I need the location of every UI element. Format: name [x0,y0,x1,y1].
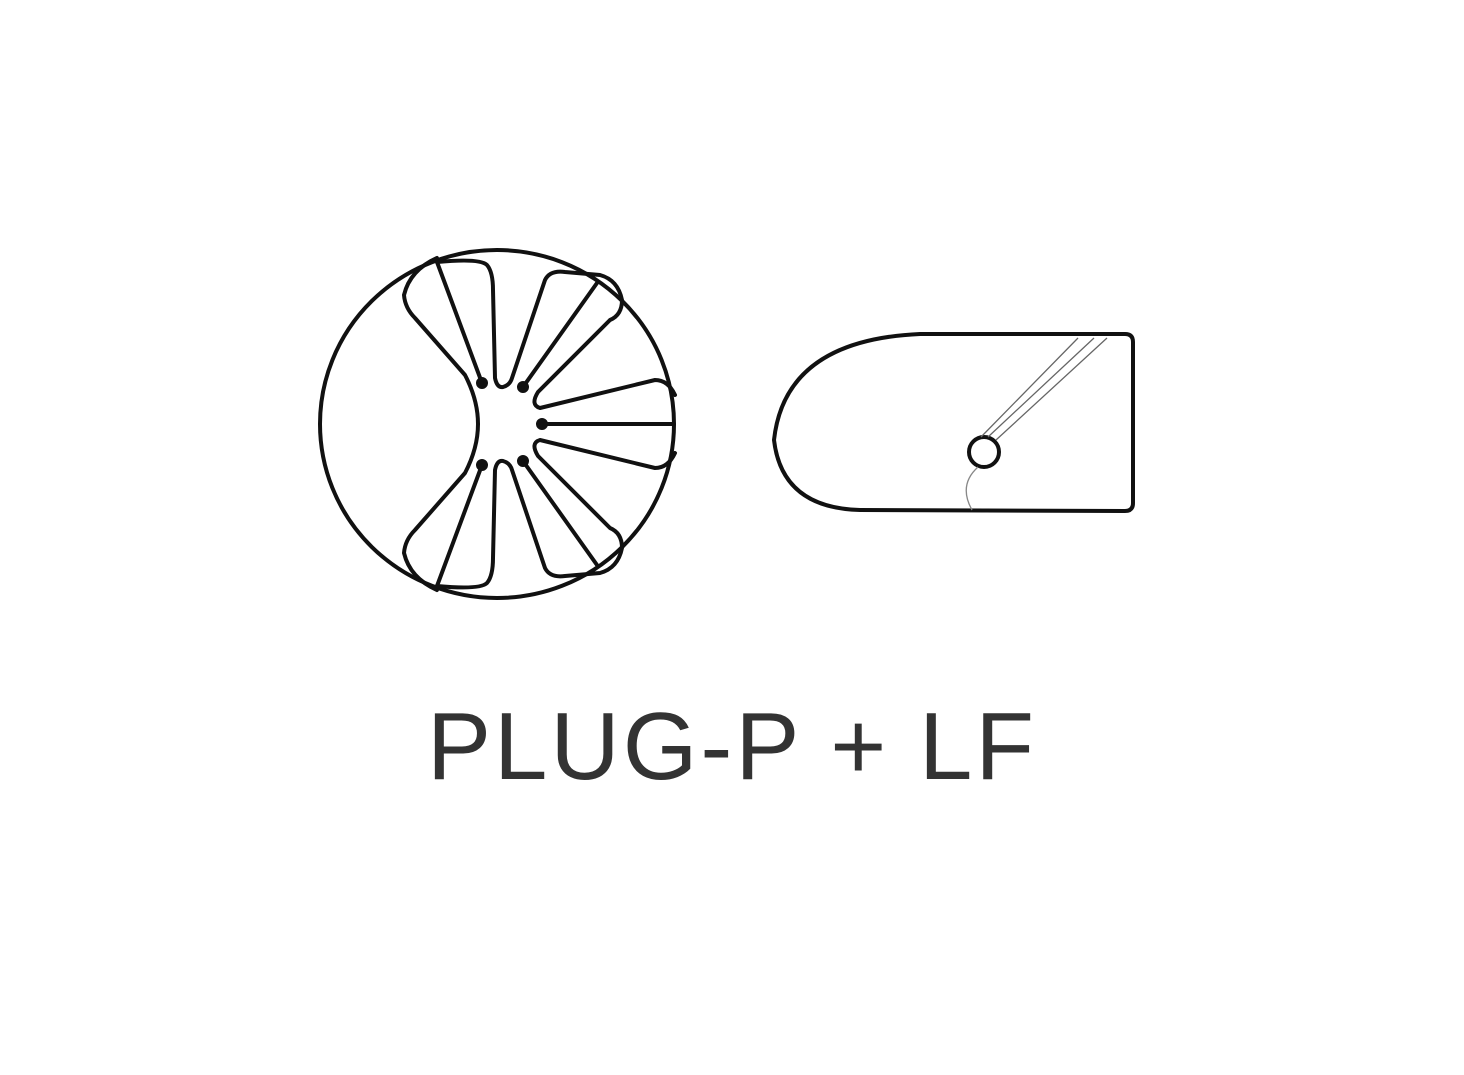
lf-side-profile-icon [772,332,1135,513]
plug-lower-petals [402,422,677,592]
product-caption: PLUG-P + LF [426,693,1038,800]
lf-hole [967,435,1001,469]
lf-channel-lines [980,337,1108,441]
plug-p-radial-icon [318,248,677,600]
lf-outline [772,332,1135,513]
lf-guide-curve [965,466,979,511]
plug-upper-petals [402,256,677,426]
